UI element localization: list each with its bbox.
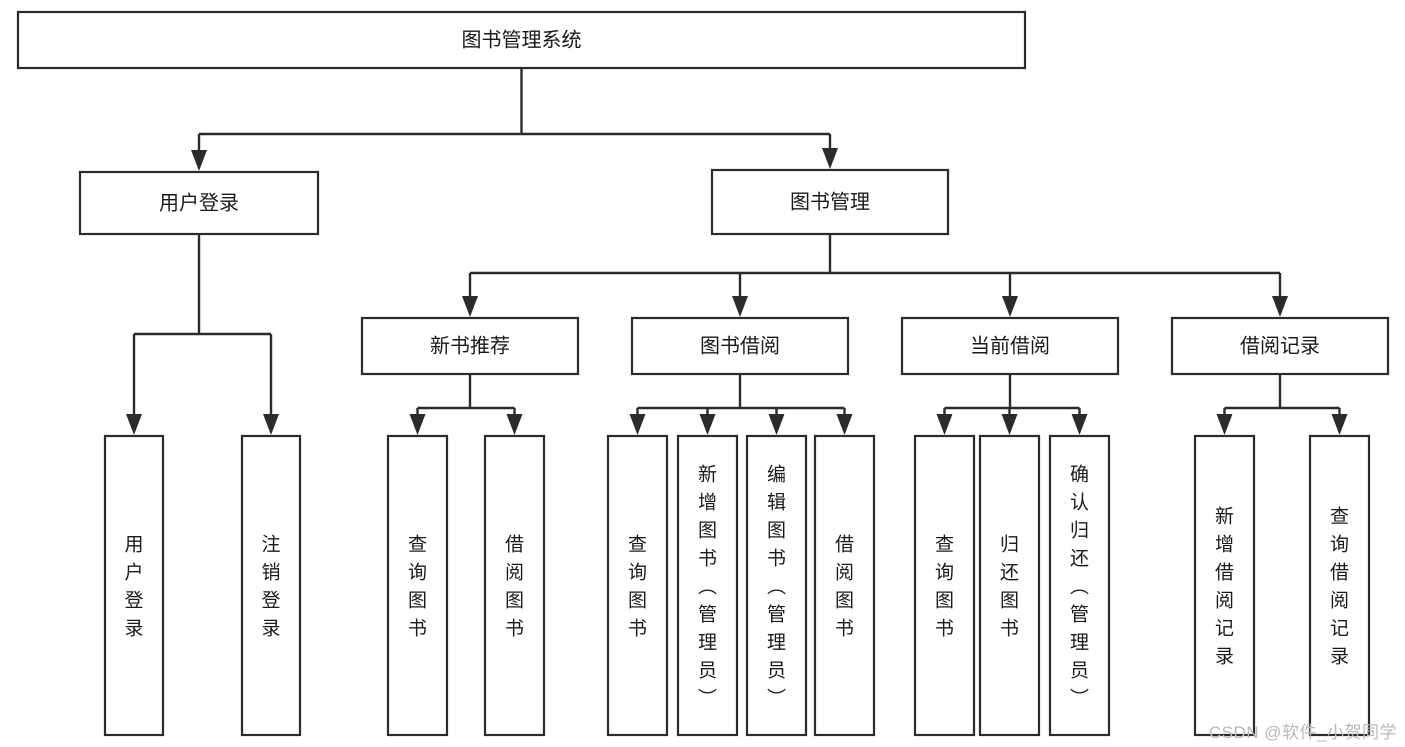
node-label-leaf-edit-book: 编辑图书︵管理员︶ <box>767 464 786 710</box>
arrowhead-icon <box>409 414 426 435</box>
node-label-leaf-query-book-2: 查询图书 <box>628 534 647 640</box>
node-leaf-confirm-return[interactable]: 确认归还︵管理员︶ <box>1048 434 1111 737</box>
node-box-leaf-query-book-3 <box>913 434 976 737</box>
node-leaf-user-login[interactable]: 用户登录 <box>103 434 165 737</box>
node-label-user-login: 用户登录 <box>159 191 239 214</box>
node-leaf-query-book-2[interactable]: 查询图书 <box>606 434 669 737</box>
node-box-leaf-add-book <box>676 434 739 737</box>
node-label-current-borrow: 当前借阅 <box>970 334 1050 357</box>
arrowhead-icon <box>936 414 953 435</box>
node-label-leaf-add-book: 新增图书︵管理员︶ <box>698 464 717 710</box>
node-leaf-borrow-book-2[interactable]: 借阅图书 <box>813 434 876 737</box>
arrowhead-icon <box>1216 414 1233 435</box>
node-label-book-manage: 图书管理 <box>790 190 870 213</box>
connectors-layer <box>126 68 1348 435</box>
node-current-borrow[interactable]: 当前借阅 <box>900 316 1120 376</box>
node-label-new-book-recommend: 新书推荐 <box>430 334 510 357</box>
node-user-login[interactable]: 用户登录 <box>78 170 320 236</box>
node-leaf-edit-book[interactable]: 编辑图书︵管理员︶ <box>745 434 808 737</box>
node-box-leaf-logout <box>240 434 302 737</box>
node-box-leaf-query-record <box>1308 434 1371 737</box>
node-box-leaf-borrow-book-1 <box>483 434 546 737</box>
arrowhead-icon <box>822 148 838 169</box>
node-label-leaf-confirm-return: 确认归还︵管理员︶ <box>1070 464 1089 710</box>
node-leaf-query-book-1[interactable]: 查询图书 <box>386 434 449 737</box>
node-new-book-recommend[interactable]: 新书推荐 <box>360 316 580 376</box>
node-leaf-query-record[interactable]: 查询借阅记录 <box>1308 434 1371 737</box>
node-box-borrow-record <box>1170 316 1390 376</box>
node-box-leaf-add-record <box>1193 434 1256 737</box>
node-leaf-return-book[interactable]: 归还图书 <box>978 434 1041 737</box>
node-leaf-add-record[interactable]: 新增借阅记录 <box>1193 434 1256 737</box>
node-box-leaf-borrow-book-2 <box>813 434 876 737</box>
node-box-leaf-edit-book <box>745 434 808 737</box>
node-leaf-query-book-3[interactable]: 查询图书 <box>913 434 976 737</box>
node-root[interactable]: 图书管理系统 <box>16 10 1027 70</box>
arrowhead-icon <box>836 414 853 435</box>
node-leaf-borrow-book-1[interactable]: 借阅图书 <box>483 434 546 737</box>
node-box-book-borrow <box>630 316 850 376</box>
node-label-book-borrow: 图书借阅 <box>700 334 780 357</box>
arrowhead-icon <box>1272 296 1288 317</box>
node-book-borrow[interactable]: 图书借阅 <box>630 316 850 376</box>
node-box-book-manage <box>710 168 950 236</box>
node-label-borrow-record: 借阅记录 <box>1240 334 1320 357</box>
node-box-root <box>16 10 1027 70</box>
arrowhead-icon <box>462 296 478 317</box>
node-label-root: 图书管理系统 <box>462 28 582 51</box>
node-box-current-borrow <box>900 316 1120 376</box>
arrowhead-icon <box>629 414 646 435</box>
arrowhead-icon <box>263 414 279 435</box>
node-book-manage[interactable]: 图书管理 <box>710 168 950 236</box>
node-box-new-book-recommend <box>360 316 580 376</box>
arrowhead-icon <box>506 414 523 435</box>
nodes-layer: 图书管理系统用户登录图书管理新书推荐图书借阅当前借阅借阅记录用户登录注销登录查询… <box>16 10 1390 737</box>
arrowhead-icon <box>1001 414 1018 435</box>
node-label-leaf-logout: 注销登录 <box>261 534 280 640</box>
arrowhead-icon <box>1002 296 1018 317</box>
node-label-leaf-user-login: 用户登录 <box>124 535 143 640</box>
node-label-leaf-borrow-book-2: 借阅图书 <box>835 534 854 640</box>
arrowhead-icon <box>126 414 142 435</box>
arrowhead-icon <box>1071 414 1088 435</box>
node-label-leaf-borrow-book-1: 借阅图书 <box>505 534 524 640</box>
node-box-leaf-confirm-return <box>1048 434 1111 737</box>
node-borrow-record[interactable]: 借阅记录 <box>1170 316 1390 376</box>
node-leaf-logout[interactable]: 注销登录 <box>240 434 302 737</box>
arrowhead-icon <box>191 150 207 171</box>
node-label-leaf-query-book-1: 查询图书 <box>408 534 427 640</box>
node-label-leaf-return-book: 归还图书 <box>1000 534 1019 640</box>
node-label-leaf-add-record: 新增借阅记录 <box>1215 506 1234 668</box>
arrowhead-icon <box>732 296 748 317</box>
node-label-leaf-query-book-3: 查询图书 <box>935 534 954 640</box>
node-box-user-login <box>78 170 320 236</box>
arrowhead-icon <box>699 414 716 435</box>
node-box-leaf-query-book-1 <box>386 434 449 737</box>
arrowhead-icon <box>1331 414 1348 435</box>
node-label-leaf-query-record: 查询借阅记录 <box>1330 506 1349 668</box>
arrowhead-icon <box>768 414 785 435</box>
node-box-leaf-query-book-2 <box>606 434 669 737</box>
csdn-watermark: CSDN @软件_小贺同学 <box>1208 723 1397 742</box>
node-box-leaf-user-login <box>103 434 165 737</box>
node-leaf-add-book[interactable]: 新增图书︵管理员︶ <box>676 434 739 737</box>
node-box-leaf-return-book <box>978 434 1041 737</box>
